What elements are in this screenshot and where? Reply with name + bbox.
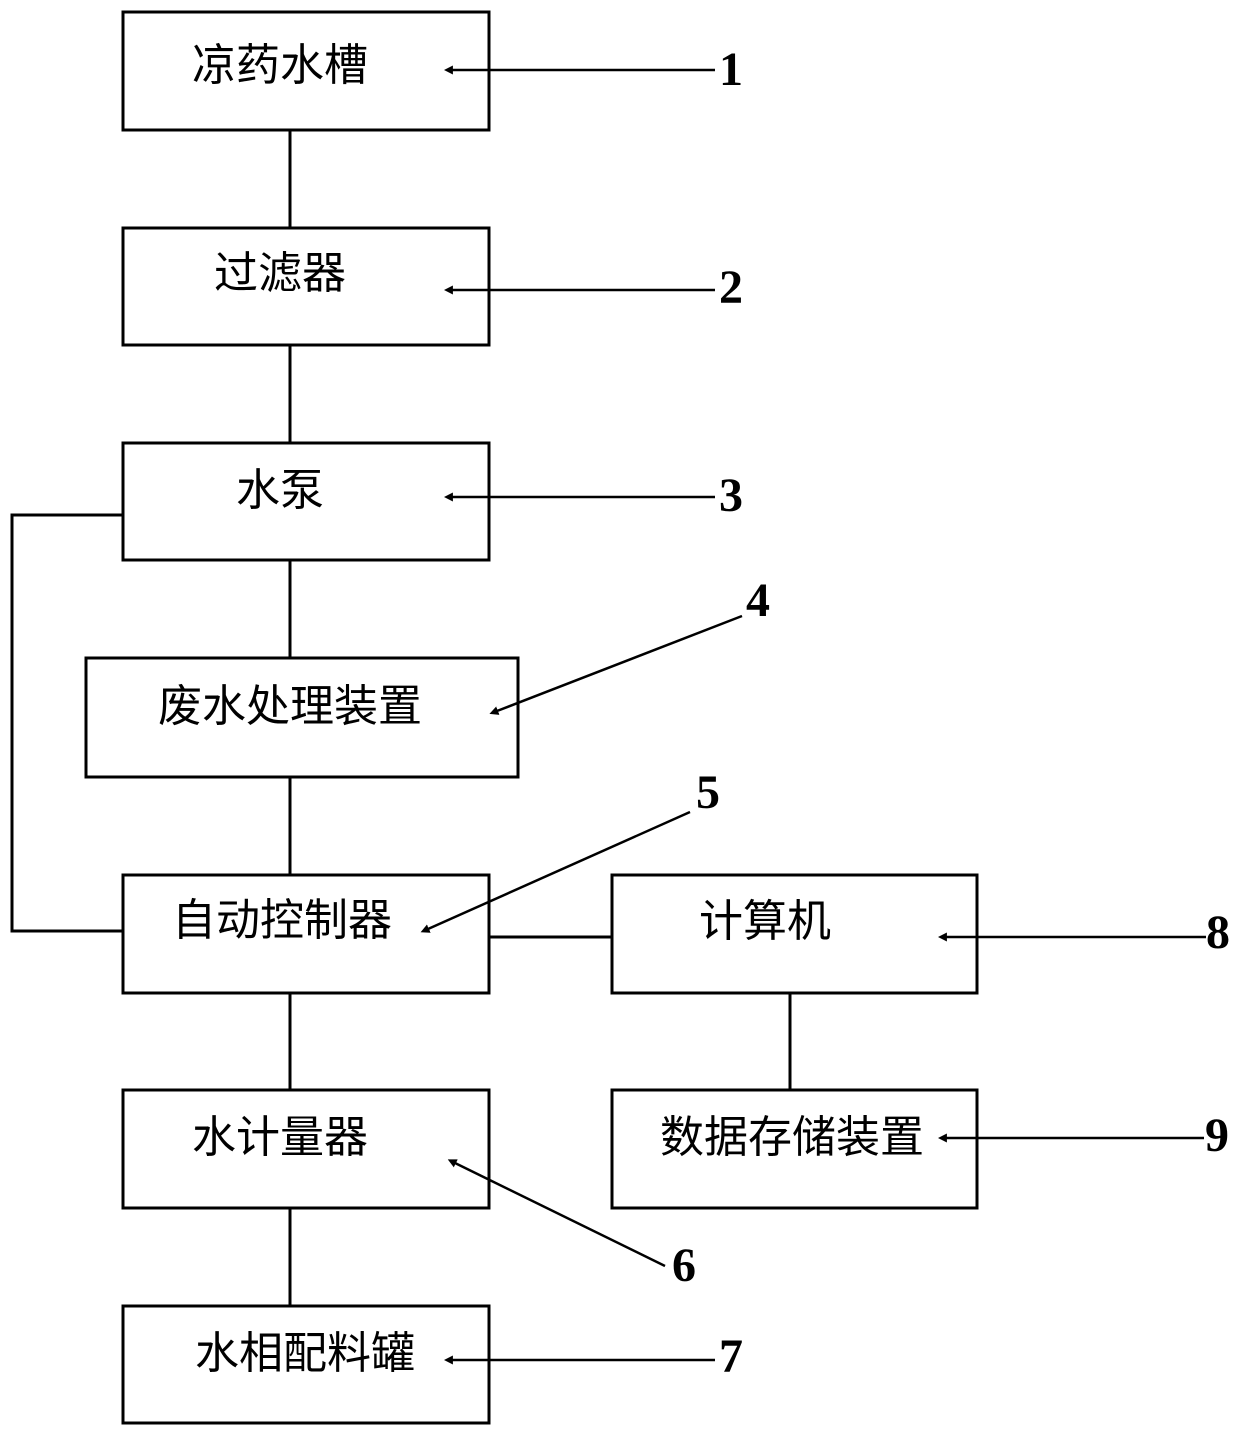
callout-number-9: 9 (1205, 1109, 1229, 1162)
box-label-water-pump: 水泵 (236, 465, 324, 516)
box-label-wastewater-treatment: 废水处理装置 (158, 681, 422, 732)
box-computer: 计算机 (610, 873, 979, 995)
box-label-water-phase-tank: 水相配料罐 (195, 1328, 415, 1379)
box-cooling-tank: 凉药水槽 (121, 10, 491, 132)
box-wastewater-treatment: 废水处理装置 (84, 656, 520, 779)
box-label-auto-controller: 自动控制器 (172, 895, 392, 946)
callout-number-7: 7 (719, 1330, 743, 1383)
callout-number-3: 3 (719, 469, 743, 522)
box-water-phase-tank: 水相配料罐 (121, 1304, 491, 1425)
callout-pointers (420, 65, 1206, 1365)
callout-number-6: 6 (672, 1239, 696, 1292)
box-label-filter: 过滤器 (214, 248, 346, 299)
box-water-meter: 水计量器 (121, 1088, 491, 1210)
box-label-computer: 计算机 (699, 896, 831, 947)
box-water-pump: 水泵 (121, 441, 491, 562)
pointer-6 (447, 1159, 666, 1268)
pointer-5 (420, 810, 691, 933)
callout-number-4: 4 (746, 574, 770, 627)
box-label-cooling-tank: 凉药水槽 (192, 40, 368, 91)
callout-number-2: 2 (719, 261, 743, 314)
pointer-4 (489, 614, 743, 715)
box-label-water-meter: 水计量器 (192, 1112, 368, 1163)
box-filter: 过滤器 (121, 226, 491, 347)
box-data-storage: 数据存储装置 (610, 1088, 979, 1210)
callout-number-8: 8 (1206, 906, 1230, 959)
connector-pump-controller-bypass (10, 513, 123, 933)
callout-number-5: 5 (696, 766, 720, 819)
box-auto-controller: 自动控制器 (121, 873, 491, 995)
box-label-data-storage: 数据存储装置 (660, 1112, 924, 1163)
callout-number-1: 1 (719, 43, 743, 96)
callout-numbers: 1 2 3 4 5 6 7 8 9 (672, 43, 1230, 1383)
connection-lines (10, 130, 792, 1306)
